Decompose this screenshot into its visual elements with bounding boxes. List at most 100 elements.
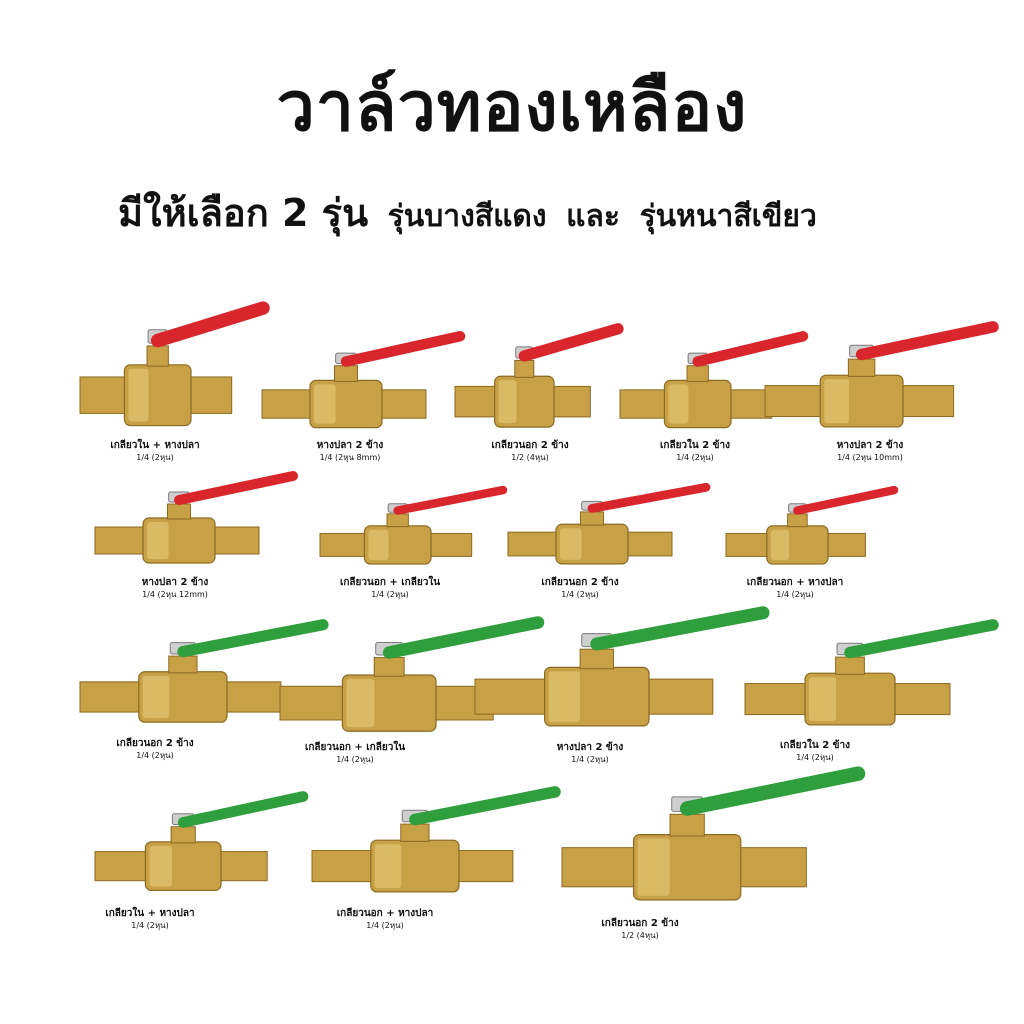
- valve-drawing: [619, 331, 809, 429]
- valve-drawing: [279, 616, 545, 732]
- valve-size: 1/4 (2หุน): [371, 590, 409, 599]
- valve-name: เกลียวใน 2 ข้าง: [659, 440, 731, 451]
- valve-size: 1/4 (2หุน 12mm): [142, 590, 208, 599]
- valve-drawing: [94, 471, 298, 564]
- valve-size: 1/4 (2หุน): [366, 921, 404, 930]
- valve-handle: [692, 331, 809, 367]
- valve-left-port: [744, 683, 810, 716]
- valve-name: เกลียวนอก 2 ข้าง: [541, 577, 619, 588]
- page-title: วาล์วทองเหลือง: [276, 68, 748, 147]
- valve-name: เกลียวนอก + เกลียวใน: [304, 742, 406, 753]
- valve-size: 1/4 (2หุน): [796, 753, 834, 762]
- valve-handle: [150, 301, 270, 348]
- valve-name: เกลียวนอก + เกลียวใน: [339, 577, 441, 588]
- valve-right-port: [186, 376, 233, 414]
- valve-stem: [400, 823, 430, 842]
- valve-name: หางปลา 2 ข้าง: [141, 577, 209, 588]
- valve-image-1: [79, 300, 270, 435]
- subtitle-red-model: รุ่นบางสีแดง: [387, 199, 547, 234]
- valve-left-port: [79, 681, 144, 713]
- valve-size: 1/4 (2หุน): [776, 590, 814, 599]
- valve-label-12: หางปลา 2 ข้าง 1/4 (2หุน): [490, 742, 690, 765]
- valve-left-port: [79, 376, 129, 414]
- valve-stem: [373, 657, 405, 677]
- valve-image-5: [764, 320, 999, 435]
- valve-size: 1/4 (2หุน): [571, 755, 609, 764]
- valve-stem: [146, 345, 169, 367]
- valve-drawing: [454, 323, 624, 428]
- valve-image-4: [619, 330, 809, 435]
- valve-image-10: [79, 618, 329, 730]
- valve-highlight: [548, 671, 580, 722]
- valve-left-port: [725, 532, 772, 557]
- valve-stem: [669, 813, 705, 837]
- valve-size: 1/4 (2หุน): [336, 755, 374, 764]
- valve-image-13: [744, 618, 999, 733]
- valve-right-port: [210, 526, 260, 555]
- valve-stem: [166, 503, 192, 520]
- valve-stem: [168, 655, 198, 674]
- valve-image-16: [561, 765, 866, 910]
- subtitle-main: มีให้เลือก 2 รุ่น: [118, 191, 369, 235]
- valve-image-2: [261, 330, 466, 435]
- valve-name: เกลียวใน 2 ข้าง: [779, 740, 851, 751]
- valve-handle: [679, 766, 866, 816]
- subtitle-and: และ: [566, 199, 620, 234]
- valve-drawing: [725, 485, 899, 565]
- valve-image-14: [94, 790, 309, 898]
- valve-drawing: [319, 485, 508, 565]
- valve-handle: [177, 619, 329, 658]
- valve-highlight: [770, 529, 790, 561]
- valve-name: เกลียวใน + หางปลา: [105, 908, 195, 919]
- valve-size: 1/4 (2หุน): [136, 751, 174, 760]
- valve-highlight: [809, 677, 836, 721]
- valve-highlight: [560, 528, 582, 560]
- valve-highlight: [368, 529, 389, 561]
- valve-stem: [847, 358, 876, 377]
- valve-drawing: [79, 619, 329, 723]
- valve-highlight: [824, 379, 850, 423]
- valve-handle: [855, 321, 999, 361]
- valve-right-port: [377, 389, 427, 419]
- valve-right-port: [549, 385, 591, 418]
- valve-left-port: [261, 389, 315, 419]
- valve-left-port: [507, 531, 561, 557]
- valve-highlight: [149, 845, 173, 887]
- valve-stem: [787, 513, 808, 528]
- valve-left-port: [474, 678, 550, 715]
- valve-stem: [170, 826, 196, 844]
- valve-handle: [340, 331, 466, 367]
- valve-right-port: [644, 678, 714, 715]
- valve-left-port: [561, 847, 639, 888]
- valve-highlight: [637, 838, 670, 896]
- valve-stem: [514, 359, 535, 378]
- valve-handle: [844, 619, 999, 659]
- valve-label-8: เกลียวนอก 2 ข้าง 1/4 (2หุน): [480, 577, 680, 600]
- valve-size: 1/2 (4หุน): [621, 931, 659, 940]
- valve-image-6: [94, 470, 298, 570]
- valve-name: เกลียวนอก 2 ข้าง: [116, 738, 194, 749]
- valve-size: 1/4 (2หุน): [561, 590, 599, 599]
- valve-right-port: [623, 531, 673, 557]
- valve-image-12: [474, 605, 770, 735]
- valve-stem: [386, 513, 409, 528]
- valve-right-port: [426, 532, 473, 557]
- valve-highlight: [147, 522, 169, 559]
- subtitle: มีให้เลือก 2 รุ่น รุ่นบางสีแดง และ รุ่นห…: [118, 182, 978, 243]
- valve-image-8: [507, 482, 711, 570]
- valve-drawing: [261, 331, 466, 429]
- valve-drawing: [744, 619, 999, 726]
- valve-name: หางปลา 2 ข้าง: [556, 742, 624, 753]
- valve-stem: [686, 365, 709, 382]
- valve-handle: [793, 485, 899, 515]
- valve-drawing: [79, 301, 270, 427]
- valve-left-port: [454, 385, 500, 418]
- valve-highlight: [142, 675, 170, 719]
- valve-left-port: [619, 389, 669, 419]
- valve-right-port: [823, 532, 866, 557]
- valve-highlight: [346, 679, 375, 728]
